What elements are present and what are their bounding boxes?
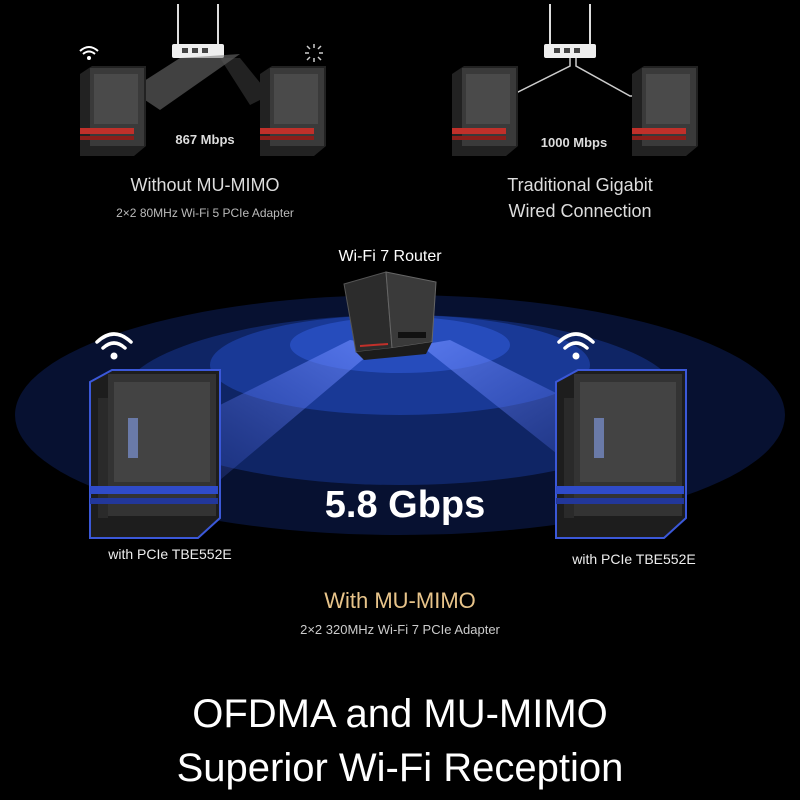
right-pc-label: with PCIe TBE552E <box>572 551 696 567</box>
headline-line1: OFDMA and MU-MIMO <box>192 692 608 736</box>
pc-tower-icon <box>260 66 326 156</box>
top-left-panel: 867 Mbps Without MU-MIMO 2×2 80MHz Wi-Fi… <box>60 0 360 230</box>
speed-label-main: 5.8 Gbps <box>324 484 486 526</box>
wifi-icon <box>557 332 595 360</box>
caption-title: Without MU-MIMO <box>130 175 280 195</box>
pc-tower-icon <box>632 66 698 156</box>
router-icon <box>172 4 224 58</box>
pc-tower-icon <box>555 369 687 539</box>
headline-line2: Superior Wi-Fi Reception <box>176 746 624 790</box>
mu-mimo-subtitle: 2×2 320MHz Wi-Fi 7 PCIe Adapter <box>300 622 500 637</box>
caption-subtitle: 2×2 80MHz Wi-Fi 5 PCIe Adapter <box>116 206 294 220</box>
pc-tower-icon <box>452 66 518 156</box>
router-label: Wi-Fi 7 Router <box>338 248 442 265</box>
wifi-icon <box>95 332 133 360</box>
top-right-panel: 1000 Mbps Traditional Gigabit Wired Conn… <box>440 0 720 230</box>
mu-mimo-title: With MU-MIMO <box>324 588 476 613</box>
caption-title-line1: Traditional Gigabit <box>507 175 653 195</box>
speed-label: 867 Mbps <box>175 132 235 147</box>
router-icon <box>544 4 596 58</box>
pc-tower-icon <box>80 66 146 156</box>
pc-tower-icon <box>89 369 221 539</box>
router-icon <box>343 271 437 360</box>
caption-title-line2: Wired Connection <box>508 201 652 221</box>
wifi-icon <box>79 46 99 60</box>
left-pc-label: with PCIe TBE552E <box>108 546 232 562</box>
signal-beam <box>130 54 270 110</box>
wifi-weak-icon <box>305 44 323 62</box>
speed-label: 1000 Mbps <box>540 135 608 150</box>
